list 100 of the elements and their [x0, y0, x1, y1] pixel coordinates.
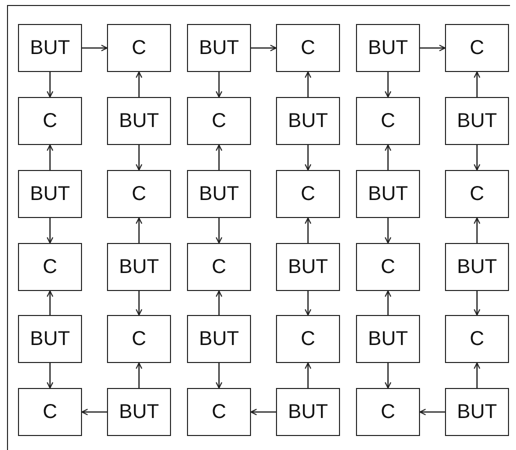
- block-label: C: [132, 38, 146, 58]
- arrow: [420, 44, 446, 52]
- block-label: BUT: [199, 329, 239, 349]
- block-label: C: [470, 184, 484, 204]
- block-label: BUT: [288, 257, 328, 277]
- block-box: [187, 97, 251, 145]
- block-label: BUT: [457, 402, 497, 422]
- block-label: C: [132, 329, 146, 349]
- block-label: BUT: [199, 38, 239, 58]
- block-label: BUT: [30, 38, 70, 58]
- arrow: [384, 144, 392, 170]
- block-box: [445, 388, 509, 436]
- block-label: BUT: [457, 257, 497, 277]
- block-box: [276, 24, 340, 72]
- block-label: C: [380, 402, 396, 422]
- arrow: [46, 363, 54, 389]
- arrow: [216, 290, 222, 315]
- block-box: [18, 243, 82, 291]
- block-label: BUT: [288, 111, 328, 131]
- block-box: [356, 315, 420, 363]
- block-label: C: [300, 184, 316, 204]
- arrow: [384, 72, 392, 98]
- arrow: [216, 72, 222, 98]
- block-box: [356, 24, 420, 72]
- block-box: [276, 97, 340, 145]
- block-box: [356, 170, 420, 218]
- arrow: [474, 217, 480, 243]
- block-label: C: [42, 257, 58, 277]
- arrow: [384, 290, 392, 315]
- block-label: BUT: [368, 184, 408, 204]
- block-box: [445, 315, 509, 363]
- arrow: [216, 218, 222, 244]
- arrow: [82, 44, 108, 52]
- block-box: [276, 315, 340, 363]
- block-label: C: [132, 184, 146, 204]
- block-label: BUT: [457, 111, 497, 131]
- block-box: [356, 388, 420, 436]
- block-label: C: [212, 257, 226, 277]
- block-box: [18, 388, 82, 436]
- block-label: BUT: [30, 184, 70, 204]
- block-box: [107, 243, 171, 291]
- arrow: [474, 71, 480, 97]
- block-box: [276, 388, 340, 436]
- block-label: C: [42, 111, 58, 131]
- block-box: [187, 170, 251, 218]
- arrow: [251, 44, 277, 52]
- arrow: [136, 217, 142, 243]
- block-label: C: [380, 257, 396, 277]
- block-label: C: [300, 329, 316, 349]
- block-box: [187, 388, 251, 436]
- block-label: C: [470, 329, 484, 349]
- block-label: BUT: [288, 402, 328, 422]
- arrow: [46, 72, 54, 98]
- block-label: C: [300, 38, 316, 58]
- block-box: [445, 243, 509, 291]
- block-label: BUT: [30, 329, 70, 349]
- arrow: [474, 145, 480, 171]
- block-label: BUT: [368, 329, 408, 349]
- block-label: BUT: [119, 111, 159, 131]
- arrow: [216, 144, 222, 170]
- arrow: [136, 145, 142, 171]
- block-box: [187, 243, 251, 291]
- arrow: [304, 291, 312, 316]
- block-box: [107, 24, 171, 72]
- block-box: [18, 24, 82, 72]
- block-label: BUT: [199, 184, 239, 204]
- block-box: [18, 315, 82, 363]
- block-box: [18, 97, 82, 145]
- arrow: [136, 362, 142, 388]
- arrow: [474, 362, 480, 388]
- block-box: [445, 170, 509, 218]
- arrow: [81, 408, 107, 416]
- arrow: [384, 218, 392, 244]
- block-label: C: [212, 111, 226, 131]
- block-box: [187, 24, 251, 72]
- block-box: [107, 315, 171, 363]
- arrow: [46, 144, 54, 170]
- arrow: [384, 363, 392, 389]
- block-label: BUT: [119, 257, 159, 277]
- block-box: [356, 243, 420, 291]
- arrow: [46, 218, 54, 244]
- arrow: [46, 290, 54, 315]
- block-label: C: [380, 111, 396, 131]
- block-box: [445, 24, 509, 72]
- arrow: [474, 291, 480, 316]
- block-box: [107, 170, 171, 218]
- block-box: [445, 97, 509, 145]
- arrow: [304, 362, 312, 388]
- block-label: C: [42, 402, 58, 422]
- arrow: [304, 71, 312, 97]
- arrow: [304, 217, 312, 243]
- block-box: [107, 388, 171, 436]
- block-box: [187, 315, 251, 363]
- block-label: C: [470, 38, 484, 58]
- block-box: [107, 97, 171, 145]
- arrow: [136, 291, 142, 316]
- block-label: C: [212, 402, 226, 422]
- block-label: BUT: [119, 402, 159, 422]
- block-box: [356, 97, 420, 145]
- block-box: [18, 170, 82, 218]
